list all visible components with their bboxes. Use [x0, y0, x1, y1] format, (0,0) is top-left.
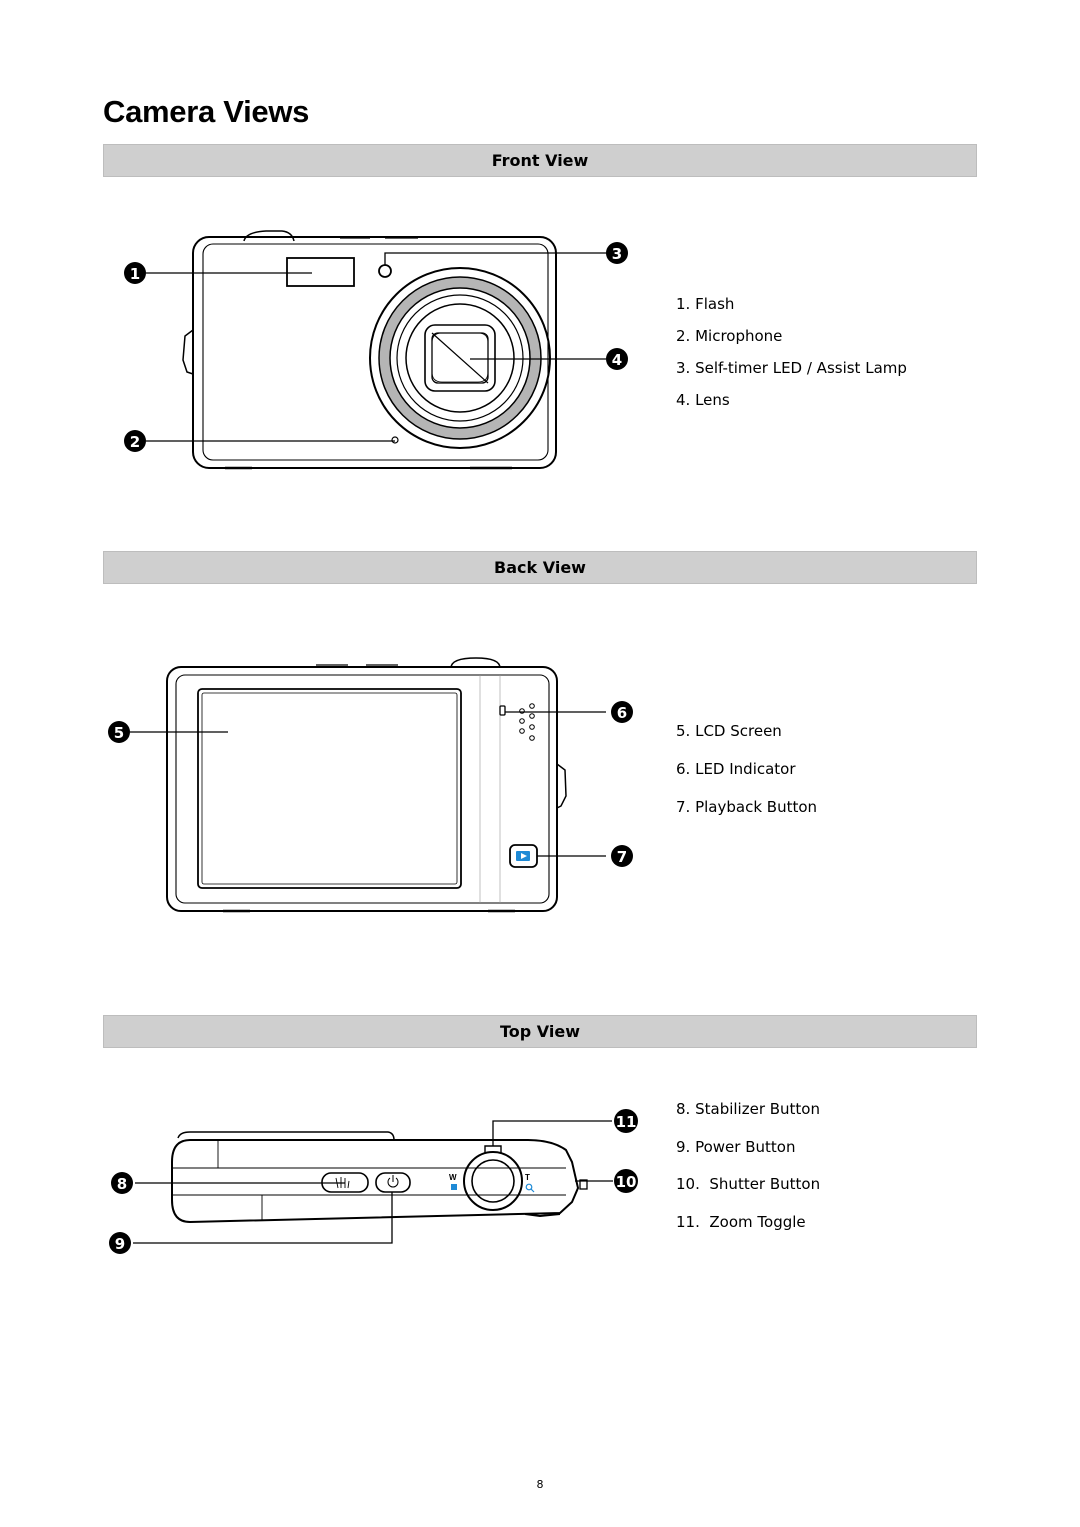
list-item: 9. Power Button	[676, 1138, 796, 1156]
svg-text:5: 5	[114, 724, 124, 742]
svg-text:7: 7	[617, 848, 627, 866]
zoom-tele-label: T	[525, 1173, 530, 1182]
page-number: 8	[536, 1478, 544, 1491]
microphone	[391, 436, 399, 444]
section-header-back-view: Back View	[103, 551, 977, 584]
svg-text:4: 4	[612, 351, 622, 369]
list-item: 10. Shutter Button	[676, 1175, 821, 1193]
callout-4: 4	[606, 348, 628, 370]
lens-outer-ring	[369, 267, 551, 449]
list-item: 3. Self-timer LED / Assist Lamp	[676, 359, 907, 377]
section-header-front-view: Front View	[103, 144, 977, 177]
self-timer-led	[378, 264, 392, 278]
zoom-wide-label: W	[449, 1173, 457, 1182]
speaker-grille	[519, 703, 535, 741]
led-indicator	[499, 705, 506, 716]
callout-11: 11	[614, 1109, 638, 1133]
callout-9: 9	[109, 1232, 131, 1254]
svg-text:11: 11	[616, 1113, 637, 1131]
list-item: 8. Stabilizer Button	[676, 1100, 820, 1118]
list-item: 2. Microphone	[676, 327, 783, 345]
callout-1: 1	[124, 262, 146, 284]
svg-text:6: 6	[617, 704, 627, 722]
list-item: 1. Flash	[676, 295, 735, 313]
callout-7: 7	[611, 845, 633, 867]
front-view-diagram	[146, 230, 606, 470]
flash-window	[286, 257, 355, 287]
top-view-diagram	[133, 1120, 613, 1244]
svg-text:9: 9	[115, 1235, 125, 1253]
zoom-toggle-ring	[463, 1151, 523, 1211]
page-title: Camera Views	[103, 94, 310, 129]
callout-6: 6	[611, 701, 633, 723]
list-item: 7. Playback Button	[676, 798, 818, 816]
callout-10: 10	[614, 1169, 638, 1193]
svg-text:1: 1	[130, 265, 140, 283]
svg-text:10: 10	[616, 1173, 637, 1191]
section-header-label: Back View	[494, 558, 586, 577]
list-item: 11. Zoom Toggle	[676, 1213, 806, 1231]
shutter-button	[471, 1159, 515, 1203]
list-item: 5. LCD Screen	[676, 722, 782, 740]
section-header-label: Top View	[499, 1022, 581, 1041]
callout-5: 5	[108, 721, 130, 743]
callout-2: 2	[124, 430, 146, 452]
list-item: 4. Lens	[676, 391, 730, 409]
svg-text:2: 2	[130, 433, 140, 451]
section-header-top-view: Top View	[103, 1015, 977, 1048]
back-view-diagram	[130, 657, 606, 913]
svg-text:8: 8	[117, 1175, 127, 1193]
power-button	[375, 1172, 411, 1193]
callout-8: 8	[111, 1172, 133, 1194]
lcd-screen	[197, 688, 462, 889]
callout-3: 3	[606, 242, 628, 264]
section-header-label: Front View	[491, 151, 589, 170]
svg-text:3: 3	[612, 245, 622, 263]
list-item: 6. LED Indicator	[676, 760, 796, 778]
